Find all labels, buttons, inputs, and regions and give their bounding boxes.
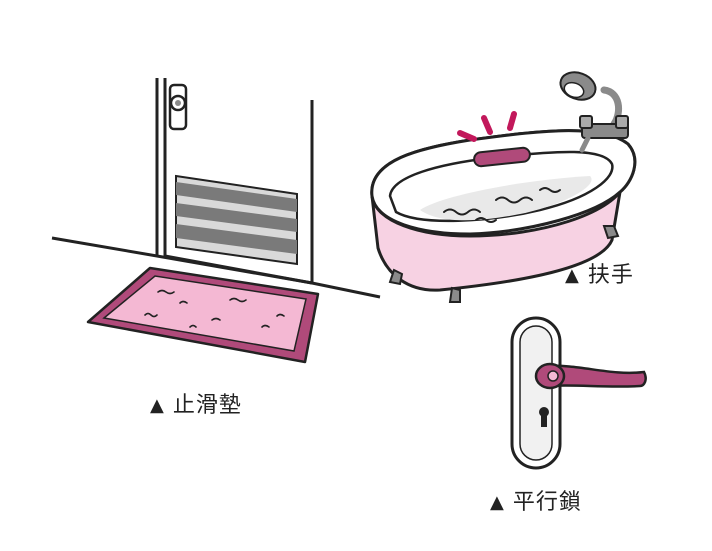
door-icon [51,78,381,299]
shower-head-icon [559,71,623,128]
triangle-icon: ▲ [565,265,580,286]
bath-mat-icon [86,266,320,364]
triangle-icon: ▲ [490,492,505,513]
keyhole-icon [539,407,549,427]
caption-handrail-label: 扶手 [587,263,634,288]
caption-lever-lock: ▲ 平行鎖 [490,484,582,516]
door-knob-icon [168,83,188,131]
wall-vent-icon [175,174,298,266]
caption-bath-mat: ▲ 止滑墊 [150,387,242,419]
caption-lock-label: 平行鎖 [512,490,582,515]
caption-handrail: ▲ 扶手 [565,257,634,289]
caption-mat-label: 止滑墊 [172,393,242,418]
triangle-icon: ▲ [150,395,165,416]
handrail-icon [457,111,531,168]
bathtub-icon [370,129,637,303]
faucet-icon [579,115,629,153]
lever-door-handle-icon [510,316,647,470]
